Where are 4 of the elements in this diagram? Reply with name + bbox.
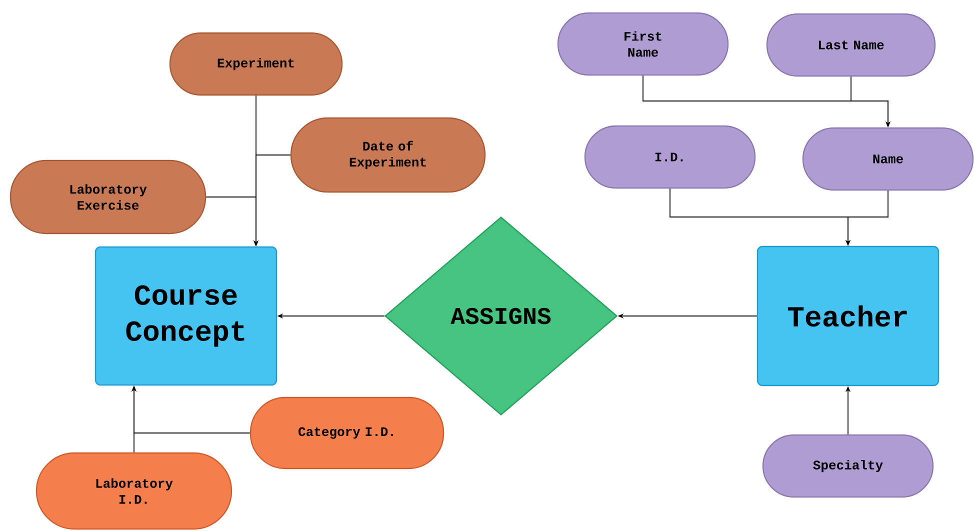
entity-box: Course Concept — [94, 246, 278, 386]
attribute-oval: Name — [802, 127, 974, 191]
entity-box: Teacher — [756, 246, 940, 386]
attribute-oval: Laboratory I.D. — [36, 452, 232, 530]
